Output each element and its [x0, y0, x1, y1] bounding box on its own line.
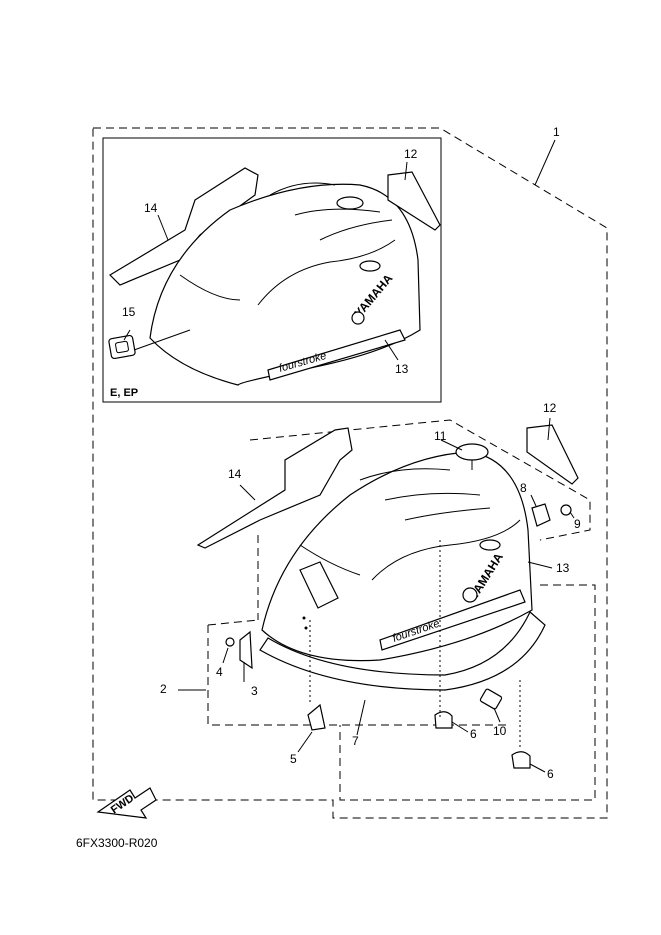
inset-frame [102, 137, 442, 403]
callout-14: 14 [228, 467, 242, 481]
clip-10 [479, 688, 503, 710]
grommet-6a [434, 711, 453, 729]
callout-13-inset: 13 [395, 362, 409, 376]
assembly-boundary [92, 127, 608, 819]
top-cowling-boundary [249, 419, 591, 541]
callout-7: 7 [352, 734, 359, 748]
diagram-code: 6FX3300-R020 [76, 836, 158, 850]
callout-11: 11 [434, 429, 447, 443]
inset-variant-label: E, EP [110, 387, 138, 399]
callout-15: 15 [122, 305, 136, 319]
top-cowling: fourstroke YAMAHA [261, 451, 533, 662]
callout-13: 13 [556, 561, 570, 575]
latch-5 [307, 703, 326, 731]
grommet-6b [511, 751, 531, 769]
part-12-panel [526, 424, 579, 485]
callout-6-a: 6 [470, 727, 477, 741]
callout-3: 3 [251, 684, 258, 698]
callout-2: 2 [160, 682, 167, 696]
callout-10: 10 [493, 724, 507, 738]
callout-12-inset: 12 [404, 147, 418, 161]
part-11-cap [455, 443, 489, 461]
callout-6-b: 6 [547, 767, 554, 781]
screw-4 [225, 637, 235, 647]
callout-8: 8 [520, 481, 527, 495]
callout-14-inset: 14 [144, 201, 158, 215]
callout-9: 9 [574, 517, 581, 531]
seal-7 [259, 611, 546, 691]
callout-4: 4 [216, 665, 223, 679]
bracket-8 [531, 503, 551, 527]
fwd-arrow-icon: FWD [96, 787, 157, 819]
screw-9 [560, 504, 572, 516]
callout-5: 5 [290, 752, 297, 766]
callout-1: 1 [553, 125, 560, 139]
hook-3 [239, 630, 253, 670]
inset-cowling: fourstroke YAMAHA [108, 167, 441, 386]
side-panel-14 [196, 427, 353, 549]
callout-12: 12 [543, 401, 557, 415]
